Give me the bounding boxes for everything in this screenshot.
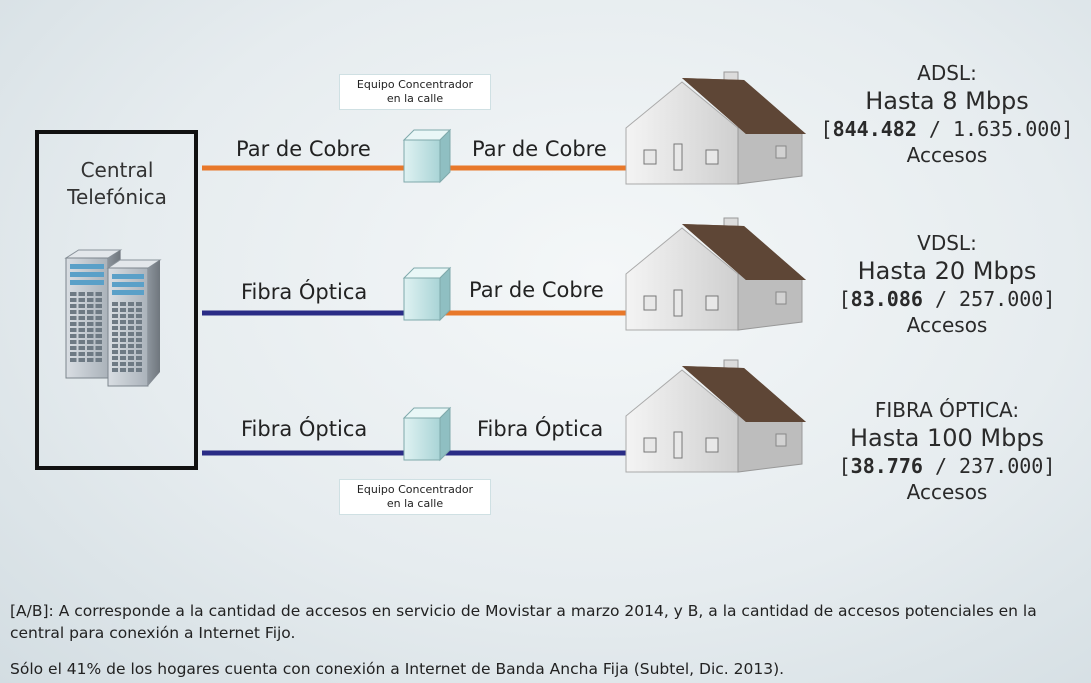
cable-label-fibra-left: Fibra Óptica	[241, 417, 368, 441]
cabinet-icon	[402, 128, 452, 184]
info-vdsl: VDSL: Hasta 20 Mbps [83.086 / 257.000] A…	[812, 230, 1082, 338]
info-access-unit: Accesos	[906, 313, 988, 337]
cabinet-icon	[402, 266, 452, 322]
street-cabinet-callout-top: Equipo Concentrador en la calle	[339, 74, 491, 110]
info-access: [844.482 / 1.635.000]	[820, 117, 1074, 141]
info-access: [83.086 / 257.000]	[838, 287, 1056, 311]
info-type: FIBRA ÓPTICA:	[874, 398, 1020, 422]
access-in-service: 83.086	[850, 287, 923, 311]
info-access-unit: Accesos	[906, 480, 988, 504]
info-speed: Hasta 8 Mbps	[865, 87, 1029, 115]
info-access-unit: Accesos	[906, 143, 988, 167]
house-icon	[620, 217, 806, 331]
info-type: VDSL:	[917, 231, 977, 255]
cable-label-fibra-right: Fibra Óptica	[477, 417, 604, 441]
access-in-service: 38.776	[850, 454, 923, 478]
cable-label-vdsl-right: Par de Cobre	[469, 278, 604, 302]
info-type: ADSL:	[917, 61, 977, 85]
access-potential: 1.635.000	[953, 117, 1062, 141]
central-telefonica-box	[35, 130, 198, 470]
info-speed: Hasta 20 Mbps	[857, 257, 1037, 285]
central-title: Central Telefónica	[67, 158, 167, 209]
cabinet-icon	[402, 406, 452, 462]
access-potential: 257.000	[959, 287, 1044, 311]
info-speed: Hasta 100 Mbps	[849, 424, 1045, 452]
access-potential: 237.000	[959, 454, 1044, 478]
cable-label-vdsl-left: Fibra Óptica	[241, 280, 368, 304]
access-in-service: 844.482	[832, 117, 917, 141]
cable-label-adsl-left: Par de Cobre	[236, 137, 371, 161]
info-fibra: FIBRA ÓPTICA: Hasta 100 Mbps [38.776 / 2…	[812, 397, 1082, 505]
footnote-definition: [A/B]: A corresponde a la cantidad de ac…	[10, 602, 1037, 642]
server-icon	[64, 249, 162, 387]
street-cabinet-callout-bottom: Equipo Concentrador en la calle	[339, 479, 491, 515]
cable-label-adsl-right: Par de Cobre	[472, 137, 607, 161]
footnote-statistic: Sólo el 41% de los hogares cuenta con co…	[10, 660, 785, 678]
house-icon	[620, 359, 806, 473]
info-adsl: ADSL: Hasta 8 Mbps [844.482 / 1.635.000]…	[812, 60, 1082, 168]
info-access: [38.776 / 237.000]	[838, 454, 1056, 478]
house-icon	[620, 71, 806, 185]
